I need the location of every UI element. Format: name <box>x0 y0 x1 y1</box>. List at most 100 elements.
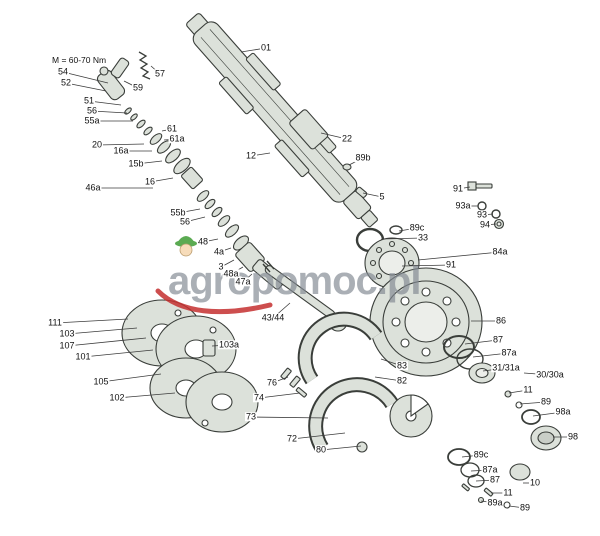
farmer-icon <box>175 236 197 257</box>
part-label-73: 73 <box>244 411 258 422</box>
part-label-89: 89 <box>539 396 553 407</box>
part-label-5: 5 <box>378 191 386 202</box>
axle-end-parts <box>342 163 368 198</box>
part-label-72: 72 <box>285 433 299 444</box>
part-label-52: 52 <box>59 77 73 88</box>
leader-line <box>417 251 501 261</box>
kingpin-knuckle <box>96 51 151 101</box>
part-label-48: 48 <box>196 236 210 247</box>
part-label-47a: 47a <box>234 276 252 287</box>
part-label-80: 80 <box>314 444 328 455</box>
part-label-30-30a: 30/30a <box>535 369 565 380</box>
part-label-103a: 103a <box>217 339 241 350</box>
part-label-87a: 87a <box>481 464 499 475</box>
watermark-swoosh <box>155 288 273 315</box>
part-label-101: 101 <box>74 351 92 362</box>
leader-line <box>82 349 154 358</box>
part-label-48a: 48a <box>222 268 240 279</box>
part-label-74: 74 <box>252 392 266 403</box>
part-label-84a: 84a <box>491 246 509 257</box>
part-label-33: 33 <box>416 232 430 243</box>
part-label-61a: 61a <box>168 133 186 144</box>
watermark-art <box>155 236 273 315</box>
part-label-46a: 46a <box>84 182 102 193</box>
part-label-55b: 55b <box>169 207 187 218</box>
part-label-98: 98 <box>566 431 580 442</box>
part-label-87a: 87a <box>500 347 518 358</box>
leader-line <box>401 264 452 267</box>
part-label-91: 91 <box>451 183 465 194</box>
part-label-86: 86 <box>494 315 508 326</box>
leader-line <box>100 373 162 383</box>
brake-shoe-lower <box>308 377 433 453</box>
part-label-56: 56 <box>85 105 99 116</box>
part-label-103: 103 <box>58 328 76 339</box>
part-label-83: 83 <box>395 360 409 371</box>
part-label-82: 82 <box>395 375 409 386</box>
part-label-61: 61 <box>165 123 179 134</box>
part-label-16a: 16a <box>112 145 130 156</box>
chamber-bracket <box>289 109 329 150</box>
watermark: agropomoc.pl <box>150 225 450 325</box>
part-label-107: 107 <box>58 340 76 351</box>
part-label-93a: 93a <box>454 200 472 211</box>
part-label-16: 16 <box>143 176 157 187</box>
part-label-31-31a: 31/31a <box>491 362 521 373</box>
leader-line <box>96 143 145 146</box>
part-label-54: 54 <box>56 66 70 77</box>
part-label-22: 22 <box>340 133 354 144</box>
leader-line <box>65 82 107 92</box>
seal-89c <box>389 225 403 235</box>
part-label-98a: 98a <box>554 406 572 417</box>
part-label-55a: 55a <box>83 115 101 126</box>
brake-drum <box>369 267 483 377</box>
part-label-105: 105 <box>92 376 110 387</box>
part-label-94: 94 <box>478 219 492 230</box>
torque-note: M = 60-70 Nm <box>52 55 107 65</box>
part-label-76: 76 <box>265 377 279 388</box>
part-label-102: 102 <box>108 392 126 403</box>
part-label-01: 01 <box>259 42 273 53</box>
part-label-15b: 15b <box>127 158 145 169</box>
part-label-111: 111 <box>47 317 63 328</box>
leader-line <box>380 237 424 240</box>
part-label-3: 3 <box>217 261 225 272</box>
part-label-89b: 89b <box>354 152 372 163</box>
part-label-12: 12 <box>244 150 258 161</box>
part-label-87: 87 <box>488 474 502 485</box>
leader-line <box>320 445 362 451</box>
brake-shoe-upper <box>280 311 383 398</box>
part-label-56: 56 <box>178 216 192 227</box>
leader-line <box>250 416 329 419</box>
part-label-91: 91 <box>444 259 458 270</box>
small-parts-cascade <box>124 107 286 290</box>
leader-line <box>291 432 346 440</box>
part-label-51: 51 <box>82 95 96 106</box>
part-label-89c: 89c <box>472 449 490 460</box>
part-label-10: 10 <box>528 477 542 488</box>
leader-line <box>66 327 138 335</box>
part-label-87: 87 <box>491 334 505 345</box>
leader-line <box>54 318 129 324</box>
part-label-89c: 89c <box>408 222 426 233</box>
part-label-43-44: 43/44 <box>260 312 286 323</box>
spring-57 <box>138 51 151 80</box>
part-label-89a: 89a <box>486 497 504 508</box>
part-label-4a: 4a <box>212 246 226 257</box>
leader-line <box>116 392 176 399</box>
part-label-11: 11 <box>502 487 514 498</box>
leader-line <box>62 71 109 84</box>
part-label-57: 57 <box>153 68 167 79</box>
leader-line <box>66 337 147 347</box>
watermark-text: agropomoc.pl <box>168 259 421 303</box>
part-label-89: 89 <box>518 502 532 513</box>
part-label-59: 59 <box>131 82 145 93</box>
backing-plates <box>121 299 259 433</box>
part-label-11: 11 <box>522 384 534 395</box>
part-label-20: 20 <box>90 139 104 150</box>
part-label-93: 93 <box>475 209 489 220</box>
leader-line <box>258 392 301 399</box>
